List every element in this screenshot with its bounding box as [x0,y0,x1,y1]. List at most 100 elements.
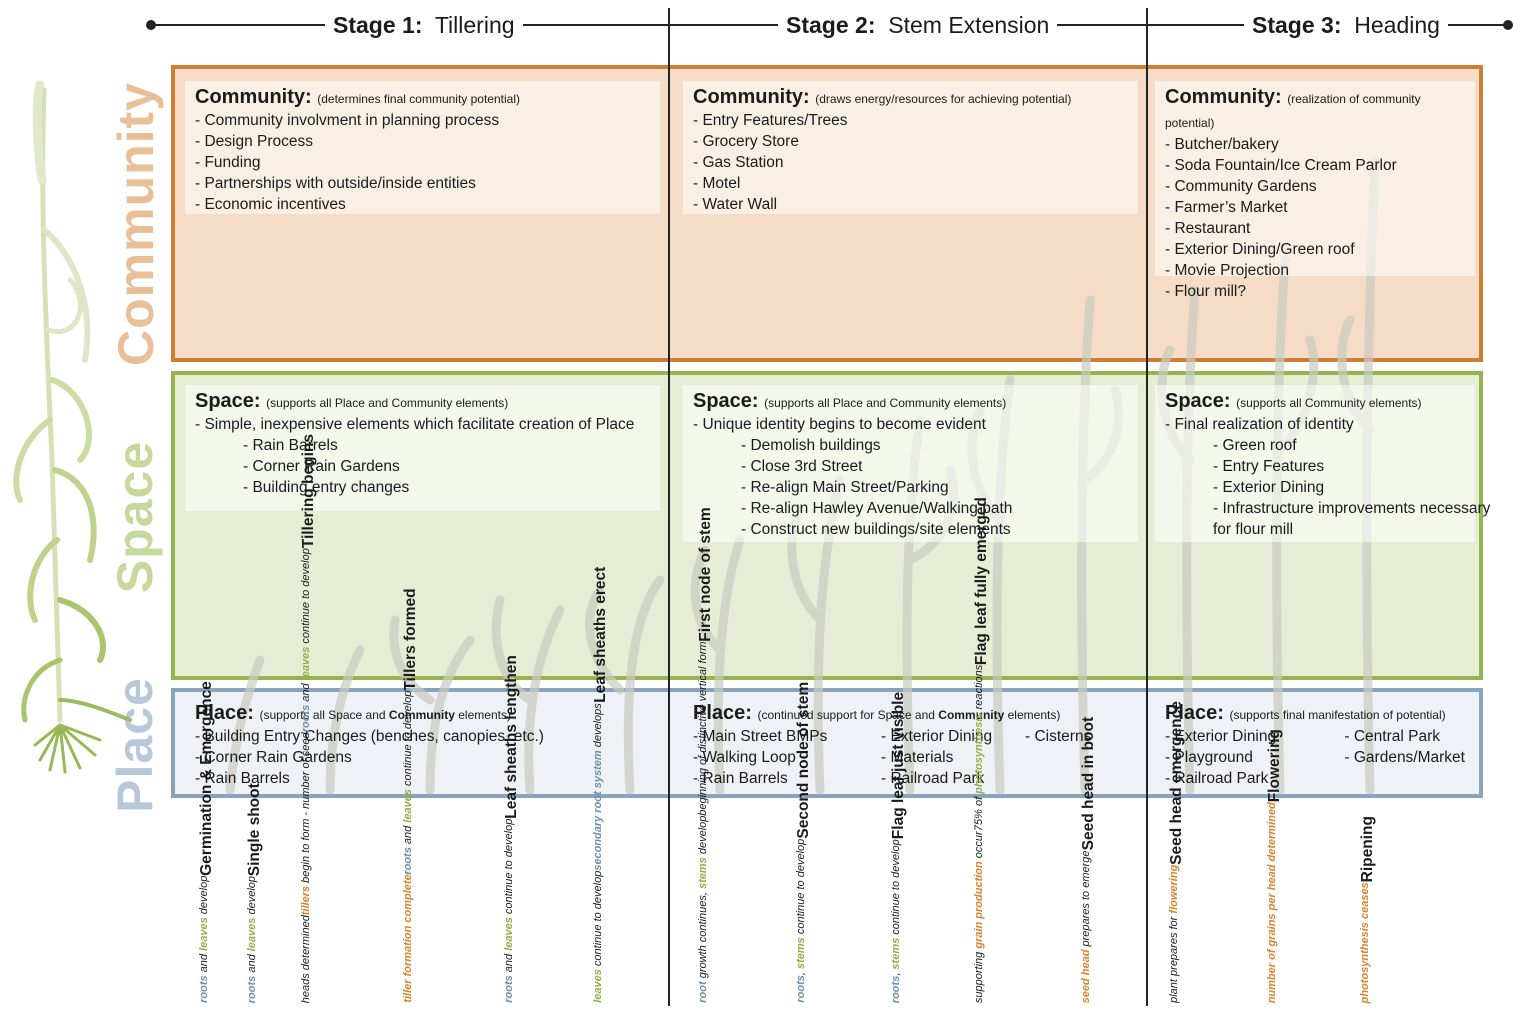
growth-stage-title: Germination & Emergence [198,681,215,876]
growth-stage-note: tillers begin to form - number of seed [300,732,312,915]
growth-stage-title: Second node of stem [795,682,812,840]
community-item: - Partnerships with outside/inside entit… [195,175,476,192]
space-lead-item: - Final realization of identity [1165,416,1354,433]
space-item: - Exterior Dining [1213,479,1325,496]
place-item: - Exterior Dining [1165,728,1277,745]
stage-3-label: Stage 3: Heading [1244,10,1448,40]
stage-divider-1 [668,8,670,1006]
side-label-space: Space [107,440,163,594]
place-item: - Central Park [1344,728,1441,745]
growth-stage-note: roots and leaves develop [198,875,210,1003]
space-item: - Rain Barrels [243,437,338,454]
community-heading: Community: (realization of community pot… [1165,86,1421,130]
space-item: - Building entry changes [243,479,410,496]
place-heading: Place: (supports all Space and Community… [195,702,511,724]
community-item: - Community Gardens [1165,178,1317,195]
community-item: - Design Process [195,133,314,150]
space-item: - Corner Rain Gardens [243,458,400,475]
space-panel-stage-2: Space: (supports all Place and Community… [683,385,1138,542]
growth-stage-note: roots, stems continue to develop [795,839,807,1003]
place-item: - Corner Rain Gardens [195,749,352,766]
place-item: - Building Entry Changes (benches, canop… [195,728,544,745]
timeline-start-dot [146,20,156,30]
stage-2-label: Stage 2: Stem Extension [778,10,1058,40]
growth-stage-note: secondary root system develops [592,703,604,871]
community-item: - Butcher/bakery [1165,136,1279,153]
space-lead-item: - Simple, inexpensive elements which fac… [195,416,635,433]
space-lead-item: - Unique identity begins to become evide… [693,416,986,433]
growth-stage-title: Flag leaf just visible [890,691,907,840]
growth-stage-title: Single shoot [246,782,263,876]
community-item: - Gas Station [693,154,784,171]
space-item: - Re-align Main Street/Parking [741,479,949,496]
community-panel-stage-2: Community: (draws energy/resources for a… [683,81,1138,214]
community-item: - Exterior Dining/Green roof [1165,241,1355,258]
space-item: - Infrastructure improvements necessary [1213,500,1491,517]
place-heading: Place: (supports final manifestation of … [1165,702,1446,724]
space-item: - Close 3rd Street [741,458,863,475]
timeline-end-dot [1503,20,1513,30]
growth-stage-note: roots and leaves continue to develop [402,690,414,875]
space-item: - Green roof [1213,437,1297,454]
growth-stage-note: roots, stems continue to develop [890,839,902,1003]
growth-stage-title: Tillers formed [402,588,419,691]
growth-stage-title: Leaf sheaths lengthen [503,655,520,819]
growth-stage-note: root growth continues, stems develop [697,815,709,1003]
growth-stage-note: seed head prepares to emerge [1080,850,1092,1003]
stage-divider-2 [1146,8,1148,1006]
growth-stage-note: number of grains per head determined [1266,801,1278,1003]
community-heading: Community: (draws energy/resources for a… [693,86,1072,108]
community-heading: Community: (determines final community p… [195,86,520,108]
community-item: - Flour mill? [1165,283,1246,300]
space-panel-stage-1: Space: (supports all Place and Community… [185,385,660,511]
growth-stage-note: photosynthesis ceases [1359,881,1371,1003]
growth-stage-note: leaves continue to develop [592,870,604,1003]
space-item: - Entry Features [1213,458,1325,475]
growth-stage-title: Ripening [1359,815,1376,882]
place-item: - Playground [1165,749,1253,766]
place-panel-stage-1: Place: (supports all Space and Community… [185,697,660,792]
space-heading: Space: (supports all Place and Community… [195,390,509,412]
space-item: - Re-align Hawley Avenue/Walking path [741,500,1013,517]
growth-stage-title: Leaf sheaths erect [592,567,609,704]
place-item: - Cisterns [1025,728,1092,745]
space-item: - Construct new buildings/site elements [741,521,1011,538]
growth-stage-title: First node of stem [697,507,714,642]
growth-stage-note: roots and leaves continue to develop [300,548,312,733]
growth-stage-title: Seed head in boot [1080,716,1097,851]
community-panel-stage-1: Community: (determines final community p… [185,81,660,214]
place-item: - Railroad Park [1165,770,1269,787]
place-item: - Rain Barrels [693,770,788,787]
side-label-community: Community [108,82,164,366]
growth-stage-title: Flowering [1266,728,1283,802]
community-item: - Community involvment in planning proce… [195,112,500,129]
space-item: for flour mill [1213,521,1294,538]
growth-stage-note: beginning of distinctive vertical form [697,641,709,816]
community-panel-stage-3: Community: (realization of community pot… [1155,81,1475,300]
growth-stage-note: supporting grain production occur [973,831,985,1003]
place-heading: Place: (continued support for Space and … [693,702,1061,724]
growth-stage-title: Flag leaf fully emerged [973,496,990,665]
growth-stage-note: plant prepares for flowering [1168,864,1180,1003]
community-item: - Farmer’s Market [1165,199,1288,216]
space-item: - Demolish buildings [741,437,881,454]
growth-stage-note: 75% of photosynthesis reactions [973,664,985,832]
community-item: - Soda Fountain/Ice Cream Parlor [1165,157,1397,174]
space-panel-stage-3: Space: (supports all Community elements)… [1155,385,1491,542]
place-item: - Main Street BMPs [693,728,828,745]
space-heading: Space: (supports all Place and Community… [693,390,1007,412]
place-panel-stage-2: Place: (continued support for Space and … [683,697,1138,792]
